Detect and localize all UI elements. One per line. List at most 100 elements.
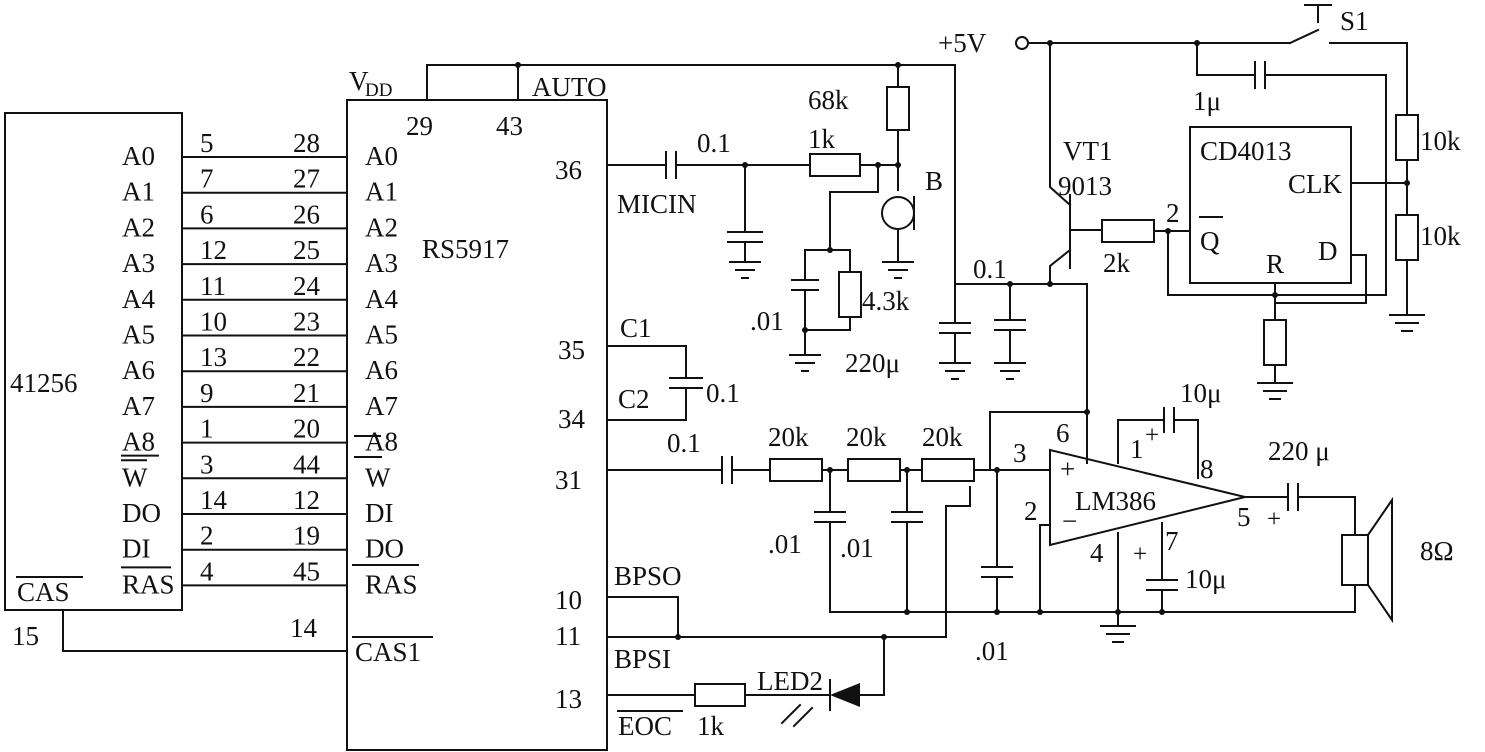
main-pin-label: A0 xyxy=(365,141,398,171)
cd4013-q-pin: 2 xyxy=(1166,198,1180,228)
mic-cap-01-label: .01 xyxy=(750,306,784,336)
filter-section: 0.1 20k 20k 20k .01 .01 .01 xyxy=(606,422,1356,666)
right-wire-pin: 12 xyxy=(293,485,320,515)
left-wire-pin: 11 xyxy=(200,271,226,301)
right-wire-pin: 26 xyxy=(293,199,320,229)
left-wire-pin: 4 xyxy=(200,556,214,586)
bpsi-label: BPSI xyxy=(614,644,671,674)
c1-c2-cap: 0.1 xyxy=(606,345,740,421)
c12-cap-label: 0.1 xyxy=(706,378,740,408)
r-10k-a-label: 10k xyxy=(1420,126,1461,156)
amp-pin-6: 6 xyxy=(1056,418,1070,448)
cd4013-r: R xyxy=(1266,249,1284,279)
chip-41256-name: 41256 xyxy=(10,368,78,398)
left-pin-label: A1 xyxy=(122,177,155,207)
auto-label: AUTO xyxy=(532,72,607,102)
amp-pin-8: 8 xyxy=(1200,454,1214,484)
amp-pin-5: 5 xyxy=(1237,502,1251,532)
main-pin-label: A8 xyxy=(365,427,398,457)
main-pin-label: RAS xyxy=(365,569,418,599)
amp-name: LM386 xyxy=(1075,486,1156,516)
r-10k-b-label: 10k xyxy=(1420,221,1461,251)
cd4013-q: Q xyxy=(1200,226,1220,256)
pin-13: 13 xyxy=(555,684,582,714)
left-pin-label: W xyxy=(122,462,148,492)
main-pin-label: DI xyxy=(365,498,394,528)
cd4013-clk: CLK xyxy=(1288,169,1343,199)
speaker-label: 8Ω xyxy=(1420,536,1454,566)
r-1k-label: 1k xyxy=(808,124,836,154)
right-wire-pin: 20 xyxy=(293,414,320,444)
filter-c3-label: .01 xyxy=(975,636,1009,666)
left-pin-label: DI xyxy=(122,534,151,564)
gain-cap-plus: + xyxy=(1145,422,1159,449)
led-name: LED2 xyxy=(757,666,823,696)
eoc-label: EOC xyxy=(618,711,672,741)
supply-label: +5V xyxy=(938,28,987,58)
left-pin-label: A7 xyxy=(122,391,155,421)
mic-input-section: 0.1 1k 68k B .01 4.3k xyxy=(606,64,943,372)
amp-plus: + xyxy=(1060,454,1075,484)
r-68k-label: 68k xyxy=(808,85,849,115)
bypass-cap-label: 10μ xyxy=(1185,564,1226,594)
led-r-label: 1k xyxy=(697,711,725,741)
mic-cap-label: 0.1 xyxy=(697,128,731,158)
amp-lm386: LM386 + − 3 2 6 1 + 10μ 8 5 4 7 + 10μ + xyxy=(989,378,1454,643)
left-pin-label: A0 xyxy=(122,141,155,171)
junction-dots xyxy=(515,40,1410,640)
cas-pin: 15 xyxy=(12,621,39,651)
pin-36: 36 xyxy=(555,155,582,185)
left-wire-pin: 12 xyxy=(200,235,227,265)
bpso-label: BPSO xyxy=(614,561,682,591)
cas1-pin: 14 xyxy=(290,613,318,643)
filter-c2-label: .01 xyxy=(840,533,874,563)
left-wire-pin: 7 xyxy=(200,164,214,194)
right-wire-pin: 27 xyxy=(293,164,320,194)
power-section: +5V 220μ 0.1 VT1 9013 2k xyxy=(845,4,1461,431)
switch-label: S1 xyxy=(1340,6,1369,36)
pin-10: 10 xyxy=(555,585,582,615)
left-pin-label: RAS xyxy=(122,569,175,599)
right-wire-pin: 45 xyxy=(293,556,320,586)
led-section: 1k LED2 xyxy=(606,596,947,741)
right-wire-pin: 44 xyxy=(293,449,321,479)
main-pin-label: A2 xyxy=(365,212,398,242)
main-pin-label: A5 xyxy=(365,320,398,350)
left-wire-pin: 9 xyxy=(200,378,214,408)
vdd-sub: DD xyxy=(365,80,392,101)
right-wire-pin: 23 xyxy=(293,307,320,337)
amp-pin-7: 7 xyxy=(1165,526,1179,556)
pin-43: 43 xyxy=(496,111,523,141)
micin-label: MICIN xyxy=(617,189,697,219)
left-wire-pin: 13 xyxy=(200,342,227,372)
cd4013-d: D xyxy=(1318,236,1338,266)
c2-label: C2 xyxy=(618,384,650,414)
right-wire-pin: 22 xyxy=(293,342,320,372)
amp-pin-3: 3 xyxy=(1013,438,1027,468)
left-pin-label: A4 xyxy=(122,284,155,314)
right-wire-pin: 25 xyxy=(293,235,320,265)
amp-pin-2: 2 xyxy=(1024,496,1038,526)
left-wire-pin: 14 xyxy=(200,485,228,515)
amp-minus: − xyxy=(1062,506,1077,536)
left-wire-pin: 2 xyxy=(200,521,214,551)
mic-label: B xyxy=(925,166,943,196)
right-wire-pin: 28 xyxy=(293,128,320,158)
chip-cd4013: CD4013 CLK Q 2 R D xyxy=(1166,126,1367,400)
pin-35: 35 xyxy=(558,335,585,365)
cd4013-name: CD4013 xyxy=(1200,136,1292,166)
r-2k-label: 2k xyxy=(1103,248,1131,278)
filter-r2-label: 20k xyxy=(846,422,887,452)
out-cap-plus: + xyxy=(1267,506,1281,533)
pin-29: 29 xyxy=(406,111,433,141)
main-pin-label: A4 xyxy=(365,284,398,314)
c1-label: C1 xyxy=(620,313,652,343)
left-pin-label: DO xyxy=(122,498,161,528)
right-wire-pin: 21 xyxy=(293,378,320,408)
left-wire-pin: 5 xyxy=(200,128,214,158)
pin-34: 34 xyxy=(558,404,586,434)
